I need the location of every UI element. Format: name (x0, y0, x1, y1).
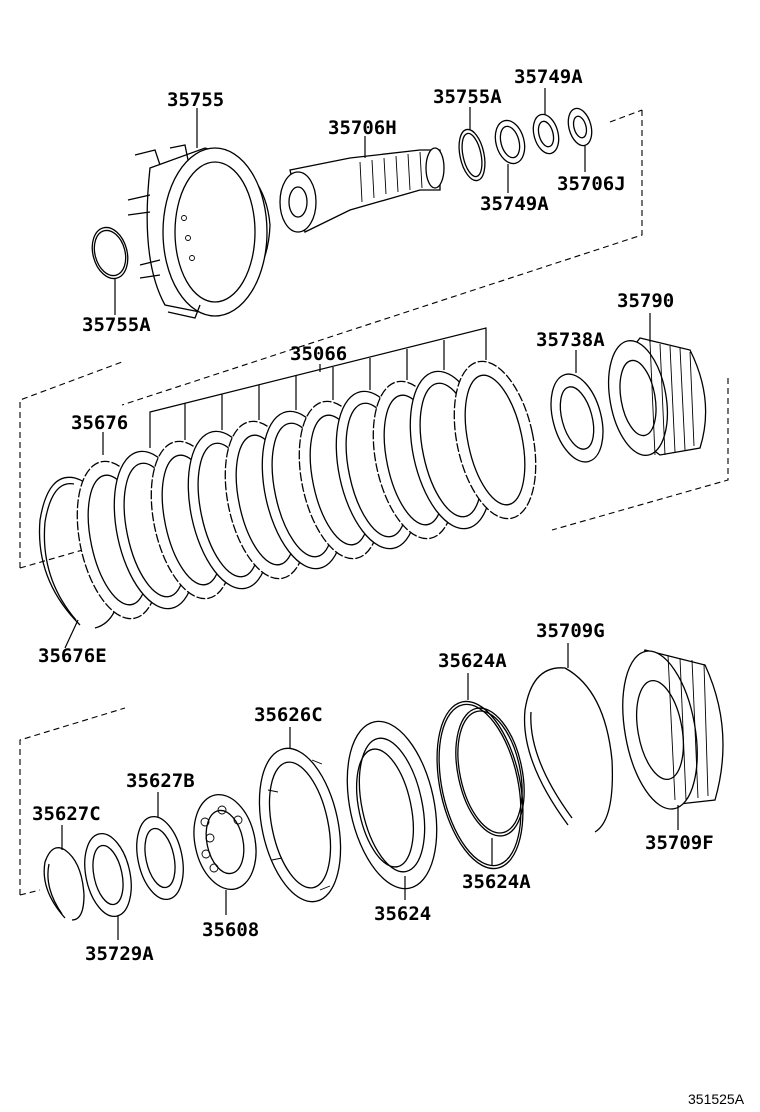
part-35709G-snap-ring[interactable] (523, 643, 614, 833)
group-frame-middle (19, 361, 729, 569)
part-35627B-plate[interactable] (130, 792, 191, 904)
label-35709G: 35709G (536, 620, 605, 642)
part-35706H-shaft[interactable] (279, 136, 445, 233)
label-35749A-bottom: 35749A (480, 193, 549, 215)
label-35624A-bottom: 35624A (462, 871, 531, 893)
label-35755A-left: 35755A (82, 314, 151, 336)
part-35790-hub[interactable] (600, 313, 707, 460)
label-35755A-top: 35755A (433, 86, 502, 108)
part-35709F-drum[interactable] (612, 645, 724, 830)
part-35066-disc-set[interactable] (101, 327, 549, 616)
label-35738A: 35738A (536, 329, 605, 351)
diagram-code: 351525A (688, 1091, 745, 1107)
label-35627B: 35627B (126, 770, 195, 792)
part-35624A-top-oring[interactable] (423, 673, 537, 876)
label-35676: 35676 (71, 412, 128, 434)
label-35608: 35608 (202, 919, 259, 941)
part-35626C-retainer[interactable] (247, 727, 354, 909)
part-35608-one-way-clutch[interactable] (186, 789, 265, 915)
label-35706H: 35706H (328, 117, 397, 139)
label-35627C: 35627C (32, 803, 101, 825)
label-35749A-top: 35749A (514, 66, 583, 88)
label-35755: 35755 (167, 89, 224, 111)
part-35755A-top-ring[interactable] (455, 107, 489, 183)
label-35790: 35790 (617, 290, 674, 312)
part-35738A-plate[interactable] (542, 350, 612, 468)
label-35624A-top: 35624A (438, 650, 507, 672)
part-35749A-top-ring[interactable] (529, 88, 563, 156)
part-35755-drum[interactable] (127, 108, 271, 319)
label-35729A: 35729A (85, 943, 154, 965)
part-35706J-bushing[interactable] (564, 106, 595, 172)
label-35626C: 35626C (254, 704, 323, 726)
part-35749A-bottom-ring[interactable] (491, 117, 529, 193)
part-35624-piston[interactable] (333, 713, 451, 900)
label-35676E: 35676E (38, 645, 107, 667)
label-35066: 35066 (290, 343, 347, 365)
label-35709F: 35709F (645, 832, 714, 854)
part-35624A-bottom-oring[interactable] (445, 702, 535, 866)
group-frame-bottom (19, 707, 126, 896)
part-35755A-left-oring[interactable] (87, 223, 133, 315)
label-35706J: 35706J (557, 173, 626, 195)
part-35729A-washer[interactable] (78, 829, 139, 940)
label-35624: 35624 (374, 903, 431, 925)
group-frame-top (121, 109, 643, 406)
part-35627C-snap-ring[interactable] (43, 825, 85, 921)
